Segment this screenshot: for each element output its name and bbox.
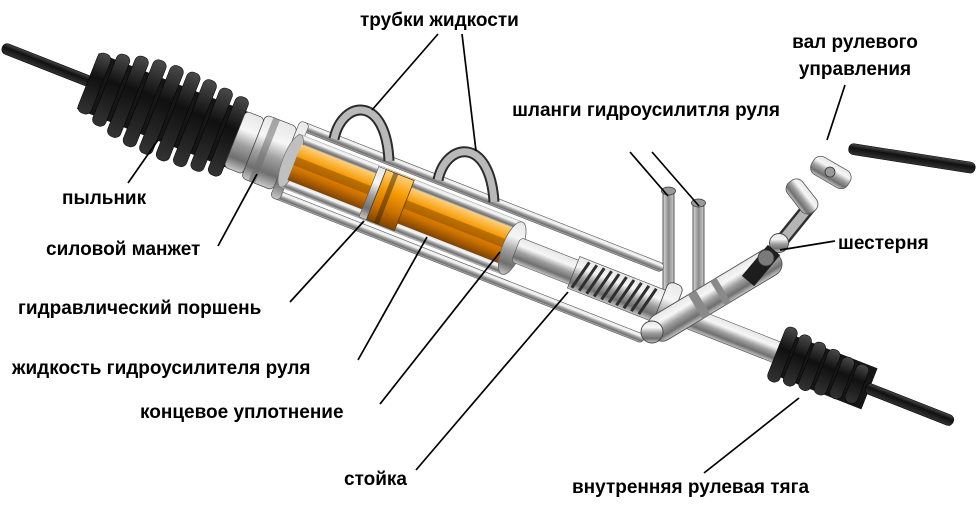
label-hydraulic-piston: гидравлический поршень: [18, 298, 262, 319]
pinion-coupling-ring: [757, 249, 775, 267]
shaft-coupling: [769, 233, 789, 253]
label-pinion: шестерня: [838, 233, 929, 254]
label-ps-fluid: жидкость гидроусилителя руля: [12, 358, 311, 379]
label-inner-tie-rod: внутренняя рулевая тяга: [572, 477, 810, 498]
u-joint-lower: [785, 178, 819, 215]
leader-strut: [415, 291, 569, 471]
leader-hoses-1: [629, 151, 669, 197]
hydraulic-cylinder-cutaway: [277, 133, 527, 275]
dust-boot: [76, 52, 249, 177]
fluid-tubes: [328, 104, 500, 203]
leader-hoses-2: [651, 151, 700, 207]
label-strut: стойка: [344, 469, 407, 490]
leader-fluid-tubes-2: [461, 33, 477, 152]
inner-tie-rod: [864, 383, 955, 426]
label-end-seal: концевое уплотнение: [140, 402, 344, 423]
leader-pinion: [779, 240, 836, 251]
label-steering-shaft: вал рулевого управления: [792, 32, 918, 80]
label-ps-hoses: шланги гидроусилитля руля: [512, 100, 780, 121]
hydraulic-piston: [358, 166, 415, 232]
strut-spring-section: [566, 256, 666, 323]
label-fluid-tubes: трубки жидкости: [360, 10, 519, 31]
steering-shaft-rod: [848, 143, 976, 174]
leader-steering-shaft: [826, 84, 846, 141]
leader-end-seal: [379, 251, 501, 405]
leader-fluid-tubes-1: [371, 33, 439, 111]
label-dust-boot: пыльник: [62, 188, 147, 209]
right-boot: [767, 326, 878, 410]
power-seal-collar: [224, 111, 297, 190]
power-steering-hoses: [661, 186, 706, 307]
pinion-end-nut: [640, 320, 664, 344]
leader-inner-tie-rod: [703, 397, 800, 474]
label-power-seal: силовой манжет: [46, 239, 201, 260]
u-joint-pin: [824, 166, 836, 178]
leader-hydraulic-piston: [289, 220, 365, 303]
leader-power-seal: [217, 173, 258, 247]
steering-shaft-assembly: [741, 143, 976, 287]
leader-dust-boot: [127, 139, 159, 184]
leader-lines: [127, 33, 846, 474]
leader-ps-fluid: [357, 236, 428, 361]
steering-rack-assembly: [1, 43, 955, 426]
